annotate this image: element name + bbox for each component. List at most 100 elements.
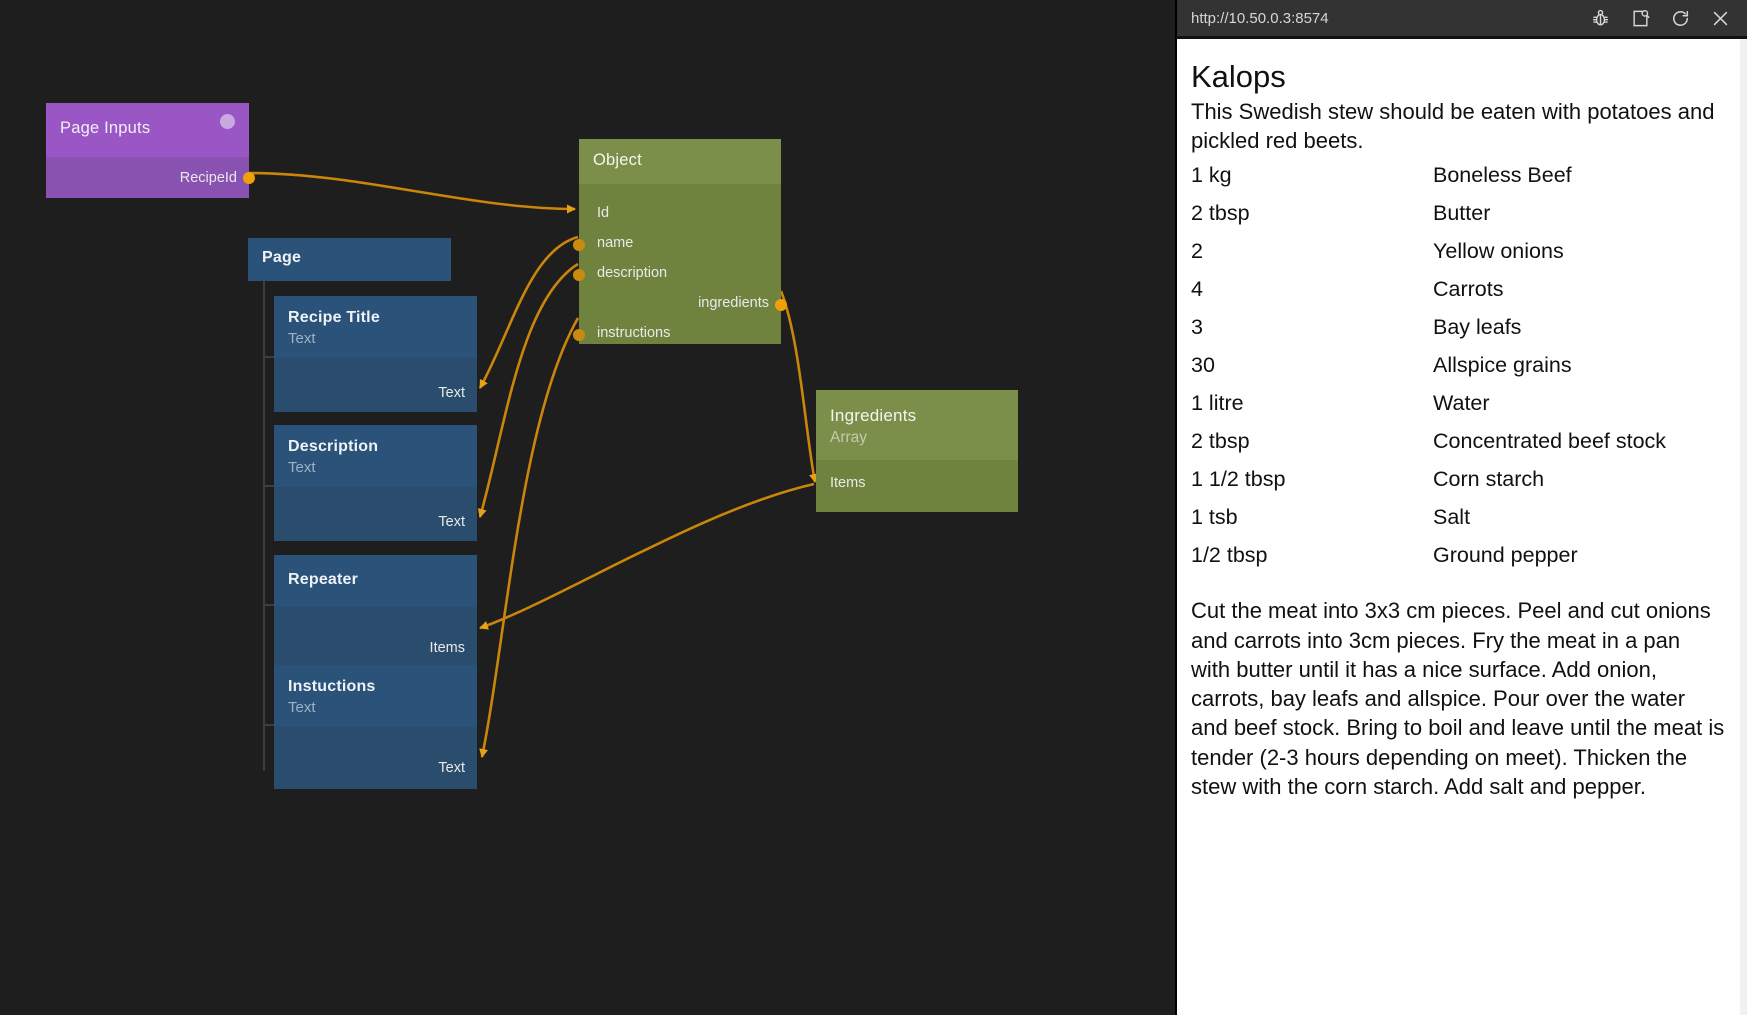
- ingredient-quantity: 2: [1191, 239, 1203, 264]
- node-header: Object: [579, 139, 781, 184]
- node-recipe-title[interactable]: Recipe Title Text Text: [274, 296, 477, 412]
- node-body: Text: [274, 358, 477, 412]
- input-port-row-instructions[interactable]: instructions: [573, 320, 781, 350]
- input-port-dot[interactable]: [573, 269, 585, 281]
- node-subtitle: Text: [288, 330, 316, 347]
- page-title: Kalops: [1191, 59, 1286, 94]
- node-header: Ingredients Array: [816, 390, 1018, 460]
- input-port-row-id[interactable]: Id: [579, 200, 781, 230]
- port-label: ingredients: [698, 295, 769, 311]
- page-instructions: Cut the meat into 3x3 cm pieces. Peel an…: [1191, 598, 1725, 799]
- node-body: Items: [274, 607, 477, 671]
- ingredient-name: Ground pepper: [1433, 542, 1578, 567]
- output-port-row-ingredients[interactable]: ingredients: [579, 290, 787, 320]
- browser-toolbar: http://10.50.0.3:8574: [1177, 0, 1747, 36]
- port-label: Items: [429, 640, 465, 656]
- input-port-row[interactable]: Text: [274, 755, 477, 785]
- output-port-row[interactable]: RecipeId: [46, 165, 255, 195]
- node-body: Text: [274, 487, 477, 541]
- port-label: name: [597, 235, 634, 251]
- node-header: Repeater: [274, 555, 477, 607]
- page-description: This Swedish stew should be eaten with p…: [1191, 98, 1715, 153]
- node-object[interactable]: Object Id name description ingredients: [573, 139, 787, 344]
- input-port-dot[interactable]: [573, 329, 585, 341]
- port-label: Text: [438, 514, 465, 530]
- ingredient-name: Concentrated beef stock: [1433, 428, 1667, 453]
- node-title: Page: [262, 249, 302, 266]
- ingredient-name: Boneless Beef: [1433, 163, 1572, 188]
- node-subtitle: Text: [288, 699, 316, 716]
- ingredient-quantity: 4: [1191, 276, 1203, 301]
- node-title: Page Inputs: [60, 119, 151, 137]
- ingredient-quantity: 2 tbsp: [1191, 201, 1250, 226]
- port-label: Text: [438, 760, 465, 776]
- node-body: Items: [816, 460, 1018, 512]
- node-header: Instuctions Text: [274, 665, 477, 727]
- output-port-dot[interactable]: [243, 172, 255, 184]
- ingredient-name: Corn starch: [1433, 466, 1545, 491]
- node-body: Id name description ingredients instruct…: [573, 184, 787, 344]
- tree-rail-branch: [263, 356, 275, 358]
- node-title: Description: [288, 438, 379, 455]
- input-port-dot[interactable]: [573, 239, 585, 251]
- close-icon[interactable]: [1705, 4, 1735, 32]
- ingredient-row: 1/2 tbsp Ground pepper: [1191, 537, 1725, 575]
- input-port-row-items[interactable]: Items: [816, 470, 1018, 500]
- ingredient-name: Allspice grains: [1433, 352, 1572, 377]
- ingredient-name: Water: [1433, 390, 1490, 415]
- tree-rail-vertical: [263, 281, 265, 771]
- browser-preview-panel[interactable]: http://10.50.0.3:8574: [1177, 0, 1747, 1015]
- reload-icon[interactable]: [1665, 4, 1695, 32]
- port-label: Text: [438, 385, 465, 401]
- node-title: Ingredients: [830, 406, 917, 425]
- port-label: Items: [830, 475, 866, 491]
- ingredient-row: 2 Yellow onions: [1191, 233, 1725, 271]
- node-ingredients[interactable]: Ingredients Array Items: [816, 390, 1018, 512]
- ingredient-row: 1 tsb Salt: [1191, 499, 1725, 537]
- status-dot-icon: [220, 114, 235, 129]
- input-port-row[interactable]: Items: [274, 635, 477, 665]
- node-subtitle: Array: [830, 429, 868, 446]
- node-title: Recipe Title: [288, 309, 380, 326]
- port-label: RecipeId: [179, 170, 237, 186]
- node-graph-canvas[interactable]: Page Inputs RecipeId Page Recip: [0, 0, 1177, 1015]
- ingredient-row: 30 Allspice grains: [1191, 347, 1725, 385]
- ingredient-row: 2 tbsp Concentrated beef stock: [1191, 423, 1725, 461]
- inspect-page-icon[interactable]: [1625, 4, 1655, 32]
- node-page-inputs[interactable]: Page Inputs RecipeId: [46, 103, 255, 198]
- node-title: Instuctions: [288, 678, 376, 695]
- input-port-row[interactable]: Text: [274, 509, 477, 539]
- node-title: Object: [593, 151, 642, 169]
- tree-rail-branch: [263, 485, 275, 487]
- node-body: Text: [274, 727, 477, 789]
- port-label: Id: [597, 205, 610, 221]
- ingredient-quantity: 30: [1191, 352, 1215, 377]
- ingredient-name: Carrots: [1433, 276, 1504, 301]
- port-label: instructions: [597, 325, 671, 341]
- input-port-row-description[interactable]: description: [573, 260, 781, 290]
- ingredient-quantity: 2 tbsp: [1191, 428, 1250, 453]
- node-header: Page: [248, 238, 451, 281]
- ingredient-row: 1 1/2 tbsp Corn starch: [1191, 461, 1725, 499]
- ingredient-quantity: 1 kg: [1191, 163, 1232, 188]
- ingredient-quantity: 1 1/2 tbsp: [1191, 466, 1286, 491]
- node-header: Description Text: [274, 425, 477, 487]
- tree-rail-branch: [263, 604, 275, 606]
- input-port-row[interactable]: Text: [274, 380, 477, 410]
- node-header: Page Inputs: [46, 103, 249, 157]
- node-instructions[interactable]: Instuctions Text Text: [274, 665, 477, 789]
- bug-icon[interactable]: [1585, 4, 1615, 32]
- node-repeater[interactable]: Repeater Items: [274, 555, 477, 671]
- ingredient-name: Salt: [1433, 504, 1471, 529]
- scroll-gutter[interactable]: [1740, 39, 1747, 1015]
- ingredient-quantity: 1/2 tbsp: [1191, 542, 1268, 567]
- url-text[interactable]: http://10.50.0.3:8574: [1191, 9, 1329, 27]
- ingredient-name: Yellow onions: [1433, 239, 1564, 264]
- ingredient-quantity: 1 tsb: [1191, 504, 1238, 529]
- node-page[interactable]: Page: [248, 238, 451, 281]
- output-port-dot[interactable]: [775, 299, 787, 311]
- node-description[interactable]: Description Text Text: [274, 425, 477, 541]
- input-port-row-name[interactable]: name: [573, 230, 781, 260]
